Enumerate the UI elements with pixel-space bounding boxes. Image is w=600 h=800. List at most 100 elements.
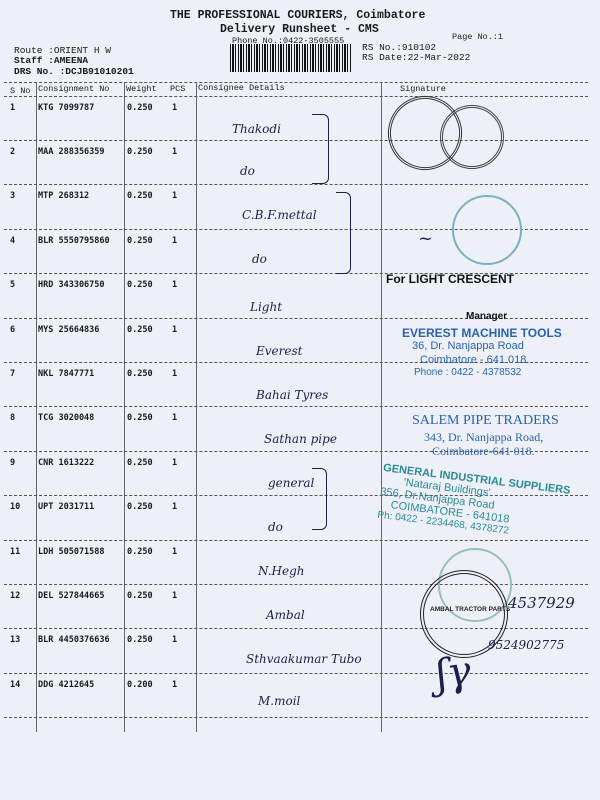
stamp-salem-city: Coimbatore-641 018. xyxy=(432,444,535,458)
cell-sno: 11 xyxy=(10,546,21,557)
header-weight: Weight xyxy=(126,84,157,94)
cell-sno: 10 xyxy=(10,502,21,513)
rs-date: RS Date:22-Mar-2022 xyxy=(362,52,471,63)
handwritten-bracket xyxy=(312,114,329,184)
row-divider xyxy=(4,672,588,674)
cell-consignment: NKL 7847771 xyxy=(38,369,95,379)
stamp-salem-address: 343, Dr. Nanjappa Road, xyxy=(424,430,544,444)
cell-weight: 0.250 xyxy=(127,235,153,246)
cell-sno: 1 xyxy=(10,102,16,113)
cell-consignment: LDH 505071588 xyxy=(38,546,105,557)
cell-consignment: UPT 2031711 xyxy=(38,502,95,513)
barcode xyxy=(230,44,352,72)
cell-consignment: BLR 4450376636 xyxy=(38,635,110,646)
handwritten-phone-2: 9524902775 xyxy=(488,638,565,652)
cell-pcs: 1 xyxy=(172,502,178,513)
header-signature: Signature xyxy=(400,84,446,94)
cell-consignment: MTP 268312 xyxy=(38,191,90,202)
cell-pcs: 1 xyxy=(172,147,178,157)
cell-consignee-handwritten: Sthvaakumar Tubo xyxy=(246,652,362,666)
cell-consignee-handwritten: N.Hegh xyxy=(258,564,305,578)
page-number: Page No.:1 xyxy=(452,32,504,42)
stamp-light-crescent: For LIGHT CRESCENT xyxy=(386,272,514,286)
signature: ~ xyxy=(418,228,434,249)
stamp-manager: Manager xyxy=(466,311,508,322)
cell-weight: 0.250 xyxy=(127,457,153,468)
cell-weight: 0.250 xyxy=(127,280,153,291)
cell-consignee-handwritten: Everest xyxy=(256,344,303,358)
table-bottom-divider xyxy=(4,717,588,719)
rs-number: RS No.:910102 xyxy=(362,42,437,53)
cell-weight: 0.250 xyxy=(127,502,153,513)
cell-weight: 0.250 xyxy=(127,635,153,646)
row-divider xyxy=(4,317,588,319)
cell-consignee-handwritten: Ambal xyxy=(266,608,305,622)
cell-sno: 6 xyxy=(10,324,16,335)
cell-pcs: 1 xyxy=(172,546,178,557)
cell-sno: 9 xyxy=(10,457,16,468)
cell-consignment: MAA 288356359 xyxy=(38,147,105,157)
cell-consignee-handwritten: do xyxy=(240,164,255,178)
row-divider xyxy=(4,184,588,186)
cell-weight: 0.250 xyxy=(127,191,153,202)
cell-consignee-handwritten: Light xyxy=(250,300,283,314)
stamp-ambal-text: AMBAL TRACTOR PARTS xyxy=(430,606,511,613)
cell-weight: 0.250 xyxy=(127,413,153,424)
header-consignee: Consignee Details xyxy=(198,83,285,93)
cell-consignment: TCG 3020048 xyxy=(38,413,95,424)
cell-pcs: 1 xyxy=(172,280,178,291)
cell-consignment: MYS 25664836 xyxy=(38,324,100,335)
cell-sno: 12 xyxy=(10,591,21,601)
cell-sno: 8 xyxy=(10,413,16,424)
phone-number: Phone No.:0422-3505555 xyxy=(232,36,345,46)
row-divider xyxy=(4,273,588,275)
cell-weight: 0.200 xyxy=(127,679,153,690)
row-divider xyxy=(4,539,588,541)
document-title: Delivery Runsheet - CMS xyxy=(220,23,379,36)
cell-pcs: 1 xyxy=(172,457,178,468)
signature: ʃγ xyxy=(432,647,474,699)
cell-weight: 0.250 xyxy=(127,147,153,157)
stamp-everest-name: EVEREST MACHINE TOOLS xyxy=(402,326,562,340)
row-divider xyxy=(4,95,588,97)
stamp-salem-name: SALEM PIPE TRADERS xyxy=(412,413,559,428)
cell-sno: 7 xyxy=(10,369,16,379)
cell-consignment: DDG 4212645 xyxy=(38,679,95,690)
row-divider xyxy=(4,140,588,141)
handwritten-bracket xyxy=(312,468,327,530)
stamp-seal xyxy=(440,105,504,169)
row-divider xyxy=(4,450,588,452)
row-divider xyxy=(4,228,588,230)
cell-consignment: CNR 1613222 xyxy=(38,457,95,468)
cell-consignee-handwritten: general xyxy=(268,476,315,490)
cell-sno: 5 xyxy=(10,280,16,291)
drs-number: DRS No. :DCJB91010201 xyxy=(14,66,134,77)
cell-pcs: 1 xyxy=(172,324,178,335)
stamp-seal xyxy=(452,195,522,265)
cell-pcs: 1 xyxy=(172,635,178,646)
cell-sno: 14 xyxy=(10,679,21,690)
stamp-general-industrial: GENERAL INDUSTRIAL SUPPLIERS 'Nataraj Bu… xyxy=(377,462,571,544)
cell-sno: 4 xyxy=(10,235,16,246)
cell-consignee-handwritten: do xyxy=(268,520,283,534)
cell-consignee-handwritten: Thakodi xyxy=(232,122,281,136)
stamp-everest-address: 36, Dr. Nanjappa Road xyxy=(412,340,524,352)
cell-pcs: 1 xyxy=(172,591,178,601)
cell-weight: 0.250 xyxy=(127,324,153,335)
stamp-ambal-seal: AMBAL TRACTOR PARTS xyxy=(420,570,511,658)
cell-weight: 0.250 xyxy=(127,369,153,379)
cell-weight: 0.250 xyxy=(127,102,153,113)
cell-consignment: BLR 5550795860 xyxy=(38,235,110,246)
cell-pcs: 1 xyxy=(172,679,178,690)
row-divider xyxy=(4,406,588,408)
cell-pcs: 1 xyxy=(172,235,178,246)
cell-consignment: HRD 343306750 xyxy=(38,280,105,291)
cell-weight: 0.250 xyxy=(127,591,153,601)
cell-consignment: KTG 7099787 xyxy=(38,102,95,113)
row-divider xyxy=(4,495,588,497)
handwritten-phone-1: 4537929 xyxy=(508,594,575,612)
cell-sno: 3 xyxy=(10,191,16,202)
cell-consignee-handwritten: C.B.F.mettal xyxy=(242,208,317,222)
cell-pcs: 1 xyxy=(172,413,178,424)
stamp-everest-city: Coimbatore - 641 018. xyxy=(420,354,530,366)
